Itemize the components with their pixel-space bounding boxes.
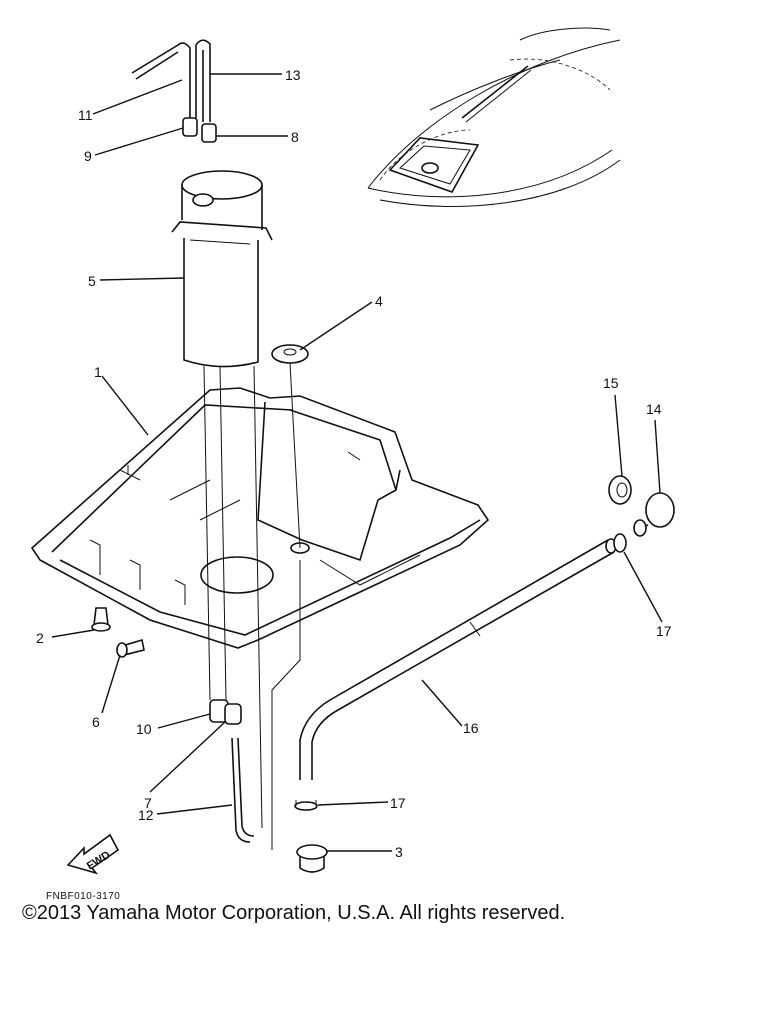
joint-9-8 — [182, 117, 217, 143]
tray-1 — [30, 387, 490, 649]
clamps-17 — [294, 533, 627, 811]
label-4: 4 — [375, 293, 383, 309]
part-labels: 13 11 9 8 5 4 1 2 6 10 7 12 3 17 16 15 1… — [36, 67, 672, 860]
label-16: 16 — [463, 720, 479, 736]
label-6: 6 — [92, 714, 100, 730]
fwd-label: FWD — [85, 849, 113, 872]
copyright-notice: ©2013 Yamaha Motor Corporation, U.S.A. A… — [22, 902, 566, 924]
hose-16 — [299, 538, 617, 780]
label-13: 13 — [285, 67, 301, 83]
joint-10-7-pipe-12 — [209, 699, 255, 843]
assembly-lines — [203, 362, 301, 850]
watercraft-inset — [367, 27, 621, 207]
leader-lines — [51, 73, 663, 852]
figure-code: FNBF010-3170 — [46, 891, 120, 902]
screws-2-6 — [91, 607, 145, 658]
label-10: 10 — [136, 721, 152, 737]
label-12: 12 — [138, 807, 154, 823]
label-17-upper: 17 — [656, 623, 672, 639]
breather-pipe-11-13 — [131, 39, 211, 122]
canister-5 — [171, 170, 273, 368]
cap-4 — [271, 344, 309, 364]
label-7: 7 — [144, 795, 152, 811]
fwd-arrow-icon: FWD — [66, 833, 120, 875]
label-2: 2 — [36, 630, 44, 646]
label-15: 15 — [603, 375, 619, 391]
fitting-15-14 — [608, 475, 675, 537]
label-8: 8 — [291, 129, 299, 145]
grommet-3 — [296, 844, 328, 873]
label-3: 3 — [395, 844, 403, 860]
label-9: 9 — [84, 148, 92, 164]
label-14: 14 — [646, 401, 662, 417]
label-5: 5 — [88, 273, 96, 289]
label-1: 1 — [94, 364, 102, 380]
label-11: 11 — [78, 107, 93, 123]
label-17-lower: 17 — [390, 795, 406, 811]
